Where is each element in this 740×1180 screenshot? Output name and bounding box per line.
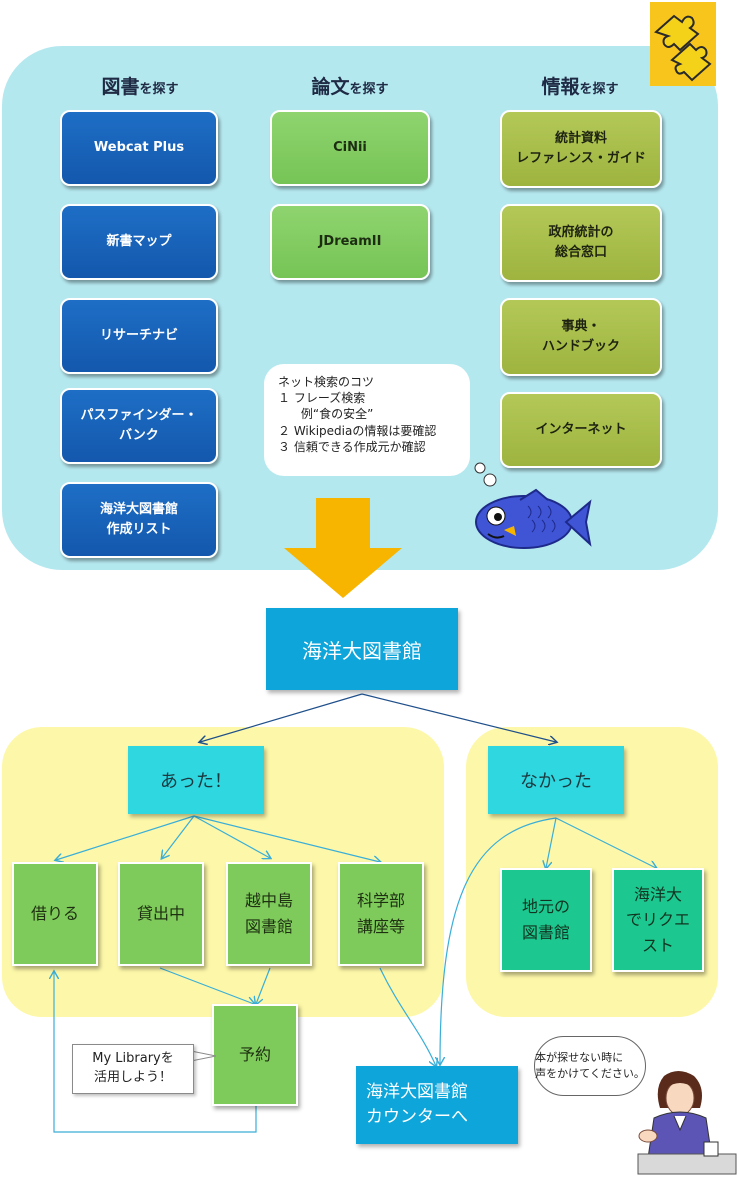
search-tips-bubble: ネット検索のコツ １ フレーズ検索 例“食の安全” ２ Wikipediaの情報… (264, 364, 470, 476)
heading-info-small: を探す (579, 82, 619, 97)
encyclopedia-handbook-button[interactable]: 事典・ ハンドブック (500, 298, 662, 376)
search-tips-line-1: １ フレーズ検索 (278, 391, 366, 406)
cinii-button[interactable]: CiNii (270, 110, 430, 186)
reserve-box: 予約 (212, 1004, 298, 1106)
heading-books-big: 図書 (101, 76, 140, 98)
statistics-reference-button[interactable]: 統計資料 レファレンス・ガイド (500, 110, 662, 188)
government-statistics-button[interactable]: 政府統計の 総合窓口 (500, 204, 662, 282)
heading-papers: 論文を探す (270, 72, 430, 99)
search-tips-line-3: ２ Wikipediaの情報は要確認 (278, 423, 437, 438)
library-counter-box: 海洋大図書館 カウンターへ (356, 1066, 518, 1144)
on-loan-box: 貸出中 (118, 862, 204, 966)
search-tips-title: ネット検索のコツ (278, 375, 375, 389)
research-navi-button[interactable]: リサーチナビ (60, 298, 218, 374)
library-box: 海洋大図書館 (266, 608, 458, 690)
librarian-icon (634, 1068, 738, 1176)
found-box: あった！ (128, 746, 264, 814)
fish-icon (466, 460, 592, 556)
heading-books-small: を探す (139, 82, 179, 97)
mylibrary-callout: My Libraryを 活用しよう！ (72, 1044, 194, 1094)
heading-books: 図書を探す (60, 72, 220, 99)
heading-info-big: 情報 (541, 76, 580, 98)
heading-info: 情報を探す (500, 72, 660, 99)
heading-papers-small: を探す (349, 82, 389, 97)
heading-papers-big: 論文 (311, 76, 350, 98)
staff-speech-bubble: 本が探せない時に 声をかけてください。 (534, 1036, 646, 1096)
search-tips-line-4: ３ 信頼できる作成元か確認 (278, 439, 426, 454)
jdream-button[interactable]: JDreamII (270, 204, 430, 280)
webcat-plus-button[interactable]: Webcat Plus (60, 110, 218, 186)
search-tips-line-2: 例“食の安全” (278, 407, 374, 422)
department-course-box: 科学部 講座等 (338, 862, 424, 966)
kaiyodai-list-button[interactable]: 海洋大図書館 作成リスト (60, 482, 218, 558)
kaiyodai-request-box: 海洋大 でリクエ スト (612, 868, 704, 972)
pathfinder-bank-button[interactable]: パスファインダー・ バンク (60, 388, 218, 464)
shinsho-map-button[interactable]: 新書マップ (60, 204, 218, 280)
internet-button[interactable]: インターネット (500, 392, 662, 468)
local-library-box: 地元の 図書館 (500, 868, 592, 972)
puzzle-icon (650, 2, 716, 86)
down-arrow-icon (284, 498, 402, 598)
etchujima-library-box: 越中島 図書館 (226, 862, 312, 966)
not-found-box: なかった (488, 746, 624, 814)
borrow-box: 借りる (12, 862, 98, 966)
